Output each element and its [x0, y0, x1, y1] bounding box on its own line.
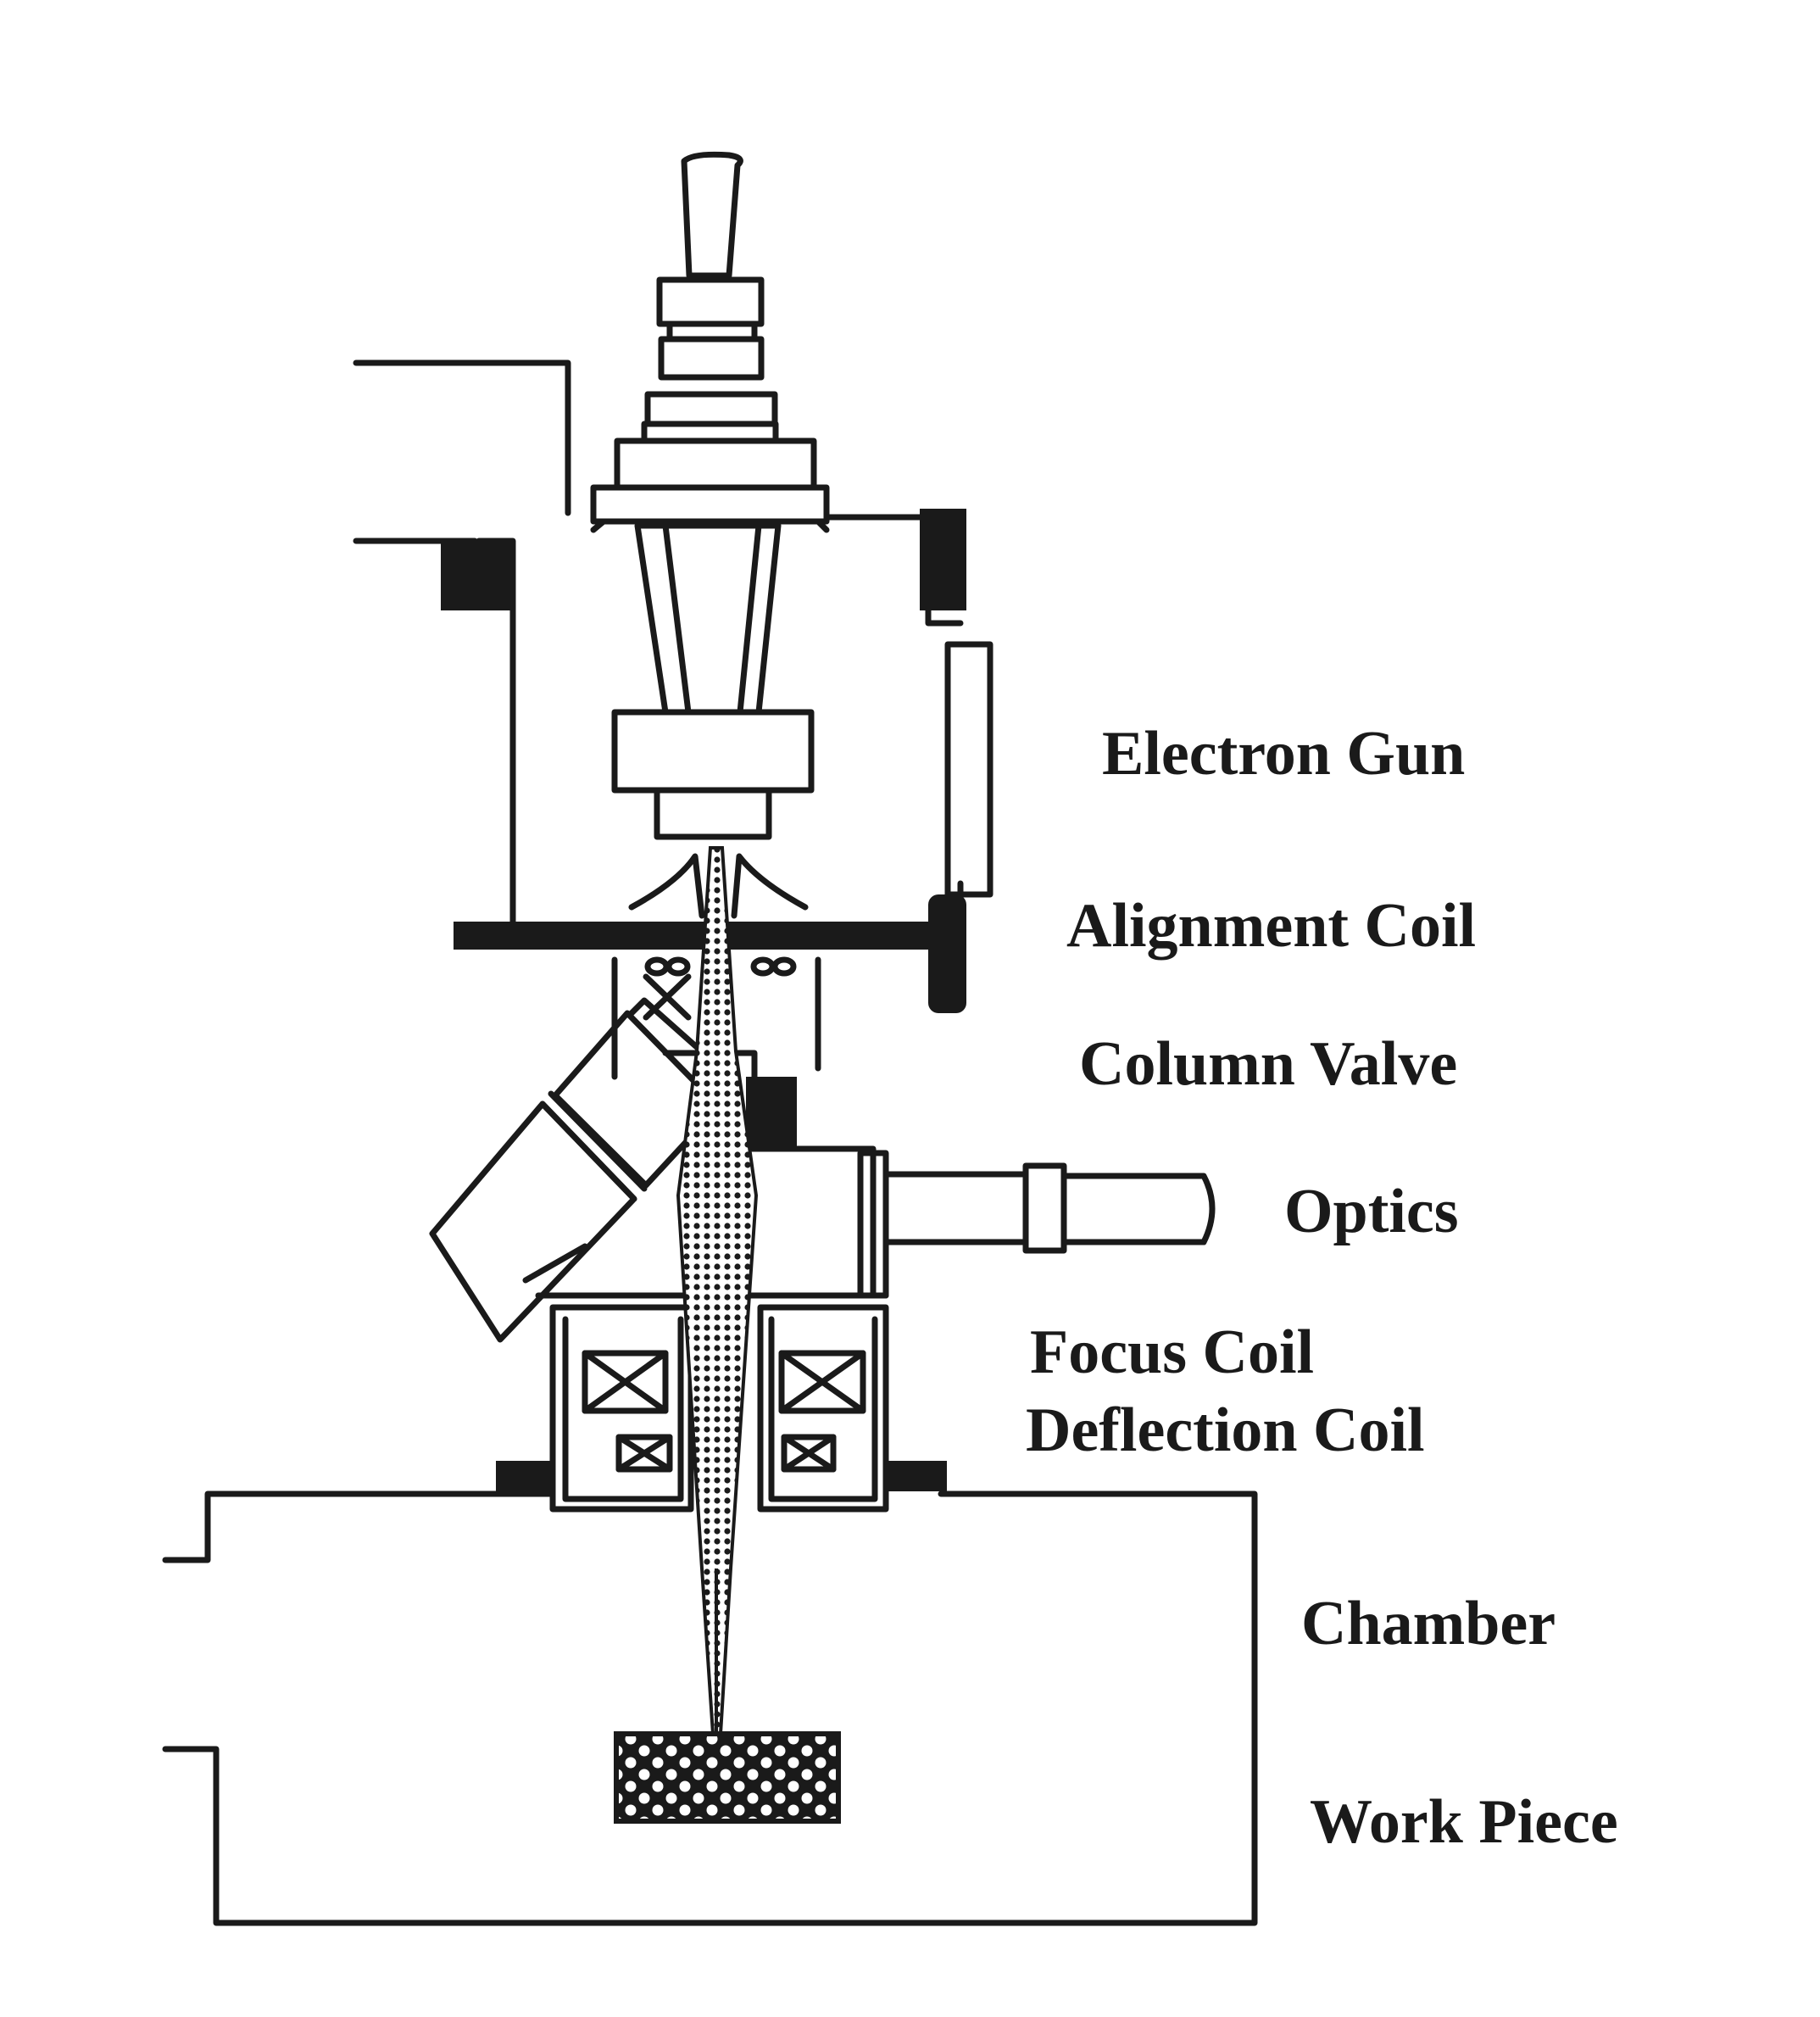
label-chamber: Chamber: [1301, 1589, 1556, 1658]
chamber-flange: [496, 1461, 947, 1491]
chamber-outline: [162, 1490, 1258, 1926]
label-focus-coil: Focus Coil: [1030, 1318, 1315, 1387]
label-work-piece: Work Piece: [1310, 1787, 1618, 1857]
coil-housing-right: [757, 1304, 889, 1513]
label-optics: Optics: [1284, 1177, 1459, 1246]
electron-gun: [590, 151, 830, 840]
valve-block: [746, 1077, 797, 1146]
label-deflection-coil: Deflection Coil: [1026, 1396, 1425, 1465]
label-electron-gun: Electron Gun: [1102, 719, 1466, 788]
column-housing: [353, 359, 993, 932]
label-alignment-coil: Alignment Coil: [1066, 891, 1477, 961]
coil-housing-left: [549, 1304, 694, 1513]
alignment-coil-box: [611, 853, 821, 1080]
label-column-valve: Column Valve: [1079, 1029, 1458, 1099]
work-piece: [614, 1731, 841, 1824]
electron-beam: [676, 846, 759, 1736]
housing-blocks: [441, 509, 966, 1013]
